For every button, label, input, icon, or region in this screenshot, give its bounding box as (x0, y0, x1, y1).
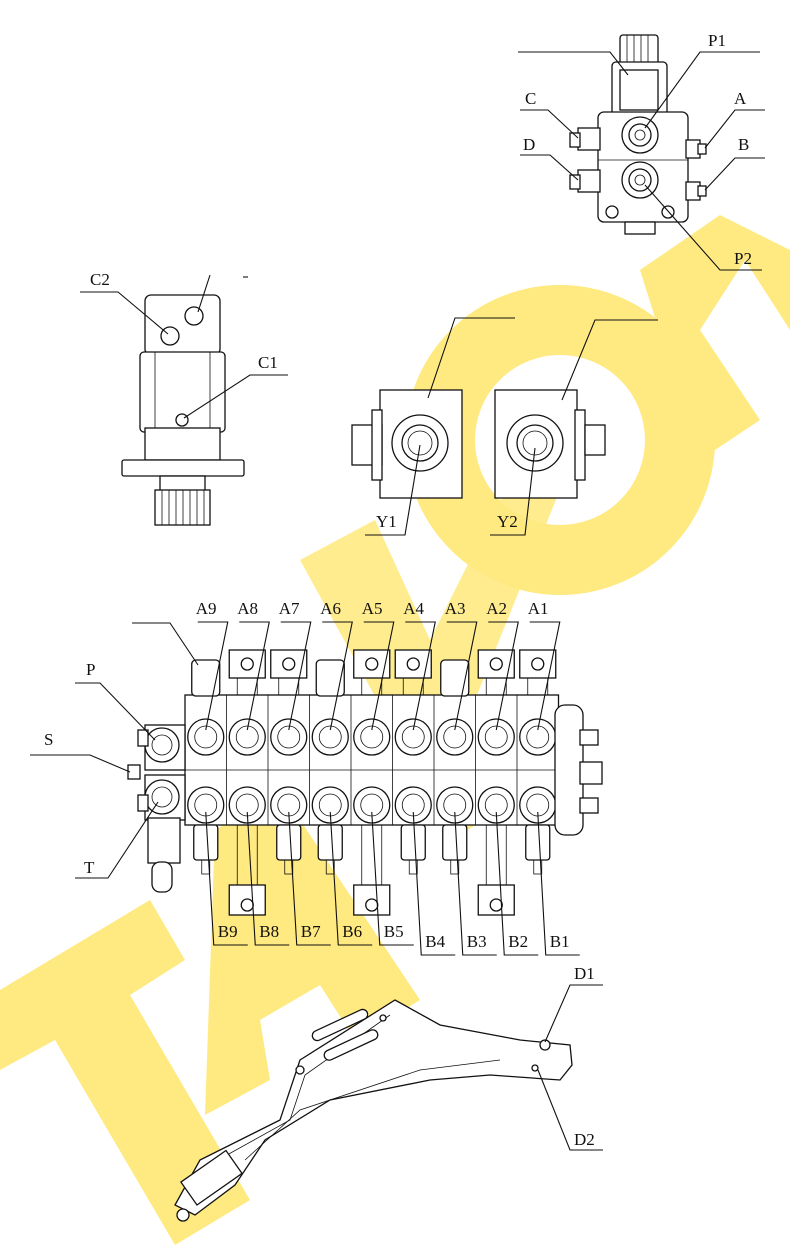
b-port-leader (537, 811, 580, 956)
valve-section (309, 659, 349, 875)
label-t: T (84, 858, 95, 877)
valve-leader-lines (518, 51, 765, 271)
b-port-leader (495, 811, 539, 956)
arm-leader-lines (537, 984, 603, 1151)
label-p1: P1 (708, 31, 726, 50)
label-a-port: A2 (486, 599, 507, 618)
valve-section (433, 659, 474, 875)
label-b-port: B6 (342, 922, 362, 941)
label-c: C (525, 89, 536, 108)
valve-bank (184, 649, 560, 916)
valve-section (187, 659, 225, 875)
b-port-leader (371, 811, 414, 946)
b-port-leader (205, 811, 248, 946)
valve-bank-leader-lines (30, 622, 199, 879)
pilot-block-y2 (494, 389, 606, 499)
a-port-leader (529, 621, 561, 731)
pilot-leader-lines (365, 317, 658, 536)
label-a-port: A6 (320, 599, 341, 618)
a-port-leader (405, 621, 436, 731)
hydraulic-motor (121, 294, 245, 526)
excavator-boom-arm (174, 999, 573, 1222)
label-b-port: B2 (508, 932, 528, 951)
valve-section (475, 649, 515, 916)
a-port-leader (239, 621, 270, 731)
b-port-leader (454, 811, 497, 956)
motor-leader-lines (80, 274, 288, 419)
label-b-port: B5 (384, 922, 404, 941)
label-s: S (44, 730, 53, 749)
label-b-port: B9 (218, 922, 238, 941)
label-a-port: A3 (445, 599, 466, 618)
b-port-leader (329, 811, 373, 946)
label-d2: D2 (574, 1130, 595, 1149)
label-a-port: A7 (279, 599, 300, 618)
label-a-port: A5 (362, 599, 383, 618)
label-a-port: A8 (237, 599, 258, 618)
label-b: B (738, 135, 749, 154)
label-a-port: A1 (528, 599, 549, 618)
label-y1: Y1 (376, 512, 397, 531)
a-port-leader (488, 621, 519, 731)
valve-bank-side-parts (127, 704, 603, 893)
a-port-leader (322, 621, 353, 731)
label-p2: P2 (734, 249, 752, 268)
label-b-port: B4 (425, 932, 445, 951)
a-port-leader (280, 621, 312, 731)
label-b-port: B1 (550, 932, 570, 951)
label-d: D (523, 135, 535, 154)
label-b-port: B7 (301, 922, 321, 941)
label-d1: D1 (574, 964, 595, 983)
label-y2: Y2 (497, 512, 518, 531)
a-port-leader (363, 621, 395, 731)
label-c1: C1 (258, 353, 278, 372)
b-port-leader (246, 811, 290, 946)
label-b-port: B3 (467, 932, 487, 951)
valve-section (226, 649, 266, 916)
label-a-port: A4 (403, 599, 424, 618)
label-b-port: B8 (259, 922, 279, 941)
a-port-leader (197, 621, 229, 731)
solenoid-valve-block (569, 34, 707, 235)
label-a: A (734, 89, 747, 108)
pilot-block-y1 (351, 389, 463, 499)
label-a-port: A9 (196, 599, 217, 618)
b-port-leader (412, 811, 456, 956)
b-port-leader (288, 811, 331, 946)
label-p: P (86, 660, 95, 679)
a-port-leader (446, 621, 478, 731)
label-c2: C2 (90, 270, 110, 289)
